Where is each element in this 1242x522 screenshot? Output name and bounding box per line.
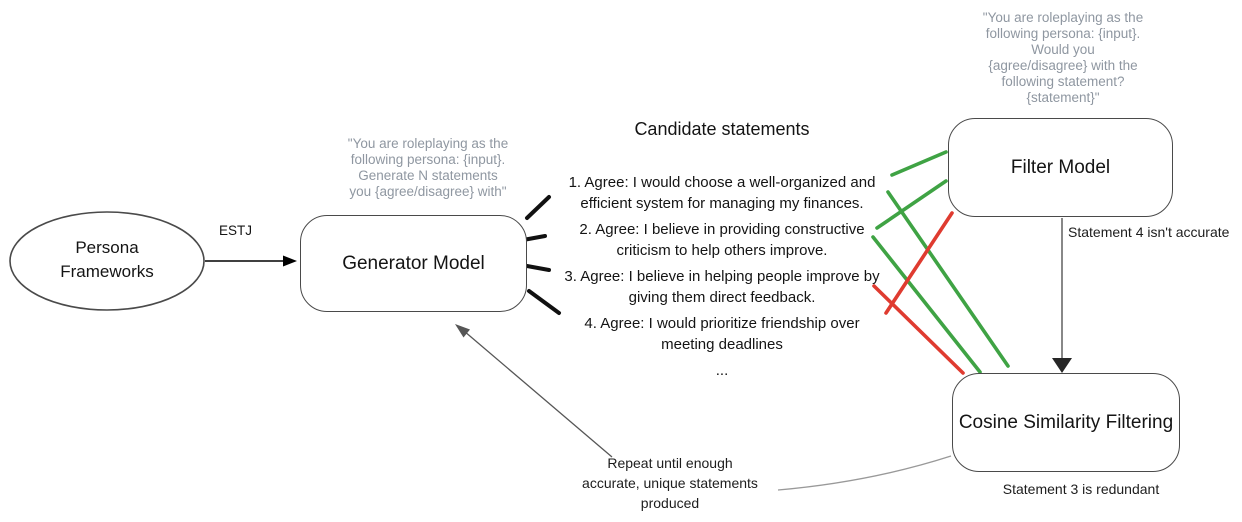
candidate-statement-3: 3. Agree: I believe in helping people im… bbox=[564, 268, 880, 306]
edge-stmt1-to-cosine-accept bbox=[886, 190, 1010, 368]
edge-cosine-to-repeat-note bbox=[777, 455, 952, 491]
generator-prompt-text: "You are roleplaying as the following pe… bbox=[347, 136, 509, 199]
candidate-statement-4: 4. Agree: I would prioritize friendship … bbox=[584, 315, 860, 353]
filter-prompt-text: "You are roleplaying as the following pe… bbox=[982, 10, 1144, 105]
candidate-statements-list: 1. Agree: I would choose a well-organize… bbox=[540, 172, 904, 386]
candidate-statement-2: 2. Agree: I believe in providing constru… bbox=[579, 221, 865, 259]
cosine-similarity-filtering-label: Cosine Similarity Filtering bbox=[958, 411, 1174, 433]
generator-model-label: Generator Model bbox=[342, 252, 485, 274]
candidate-statements-heading: Candidate statements bbox=[634, 119, 810, 139]
edge-filter-to-cosine-arrowhead-icon bbox=[1052, 358, 1072, 373]
filter-model-node: Filter Model bbox=[948, 118, 1173, 217]
persona-frameworks-node-label: Persona Frameworks bbox=[60, 238, 154, 281]
cosine-reject-note: Statement 3 is redundant bbox=[1002, 481, 1160, 497]
estj-edge-label: ESTJ bbox=[219, 223, 253, 238]
filter-reject-note: Statement 4 isn't accurate bbox=[1068, 224, 1230, 240]
generator-model-node: Generator Model bbox=[300, 215, 527, 312]
filter-model-label: Filter Model bbox=[1010, 156, 1111, 178]
repeat-loop-note: Repeat until enough accurate, unique sta… bbox=[582, 455, 758, 511]
cosine-similarity-filtering-node: Cosine Similarity Filtering bbox=[952, 373, 1180, 472]
edge-persona-arrowhead-icon bbox=[283, 255, 297, 267]
candidate-statements-ellipsis: ... bbox=[715, 362, 729, 379]
candidate-statement-1: 1. Agree: I would choose a well-organize… bbox=[568, 174, 876, 212]
edge-repeat-arrowhead-icon bbox=[455, 324, 470, 338]
